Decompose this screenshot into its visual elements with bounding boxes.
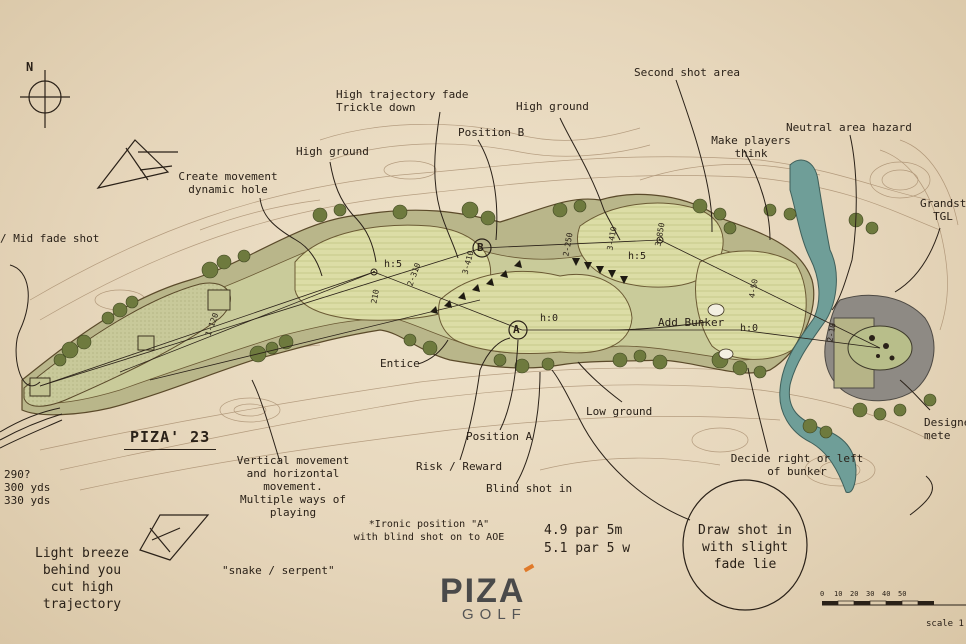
marker-b-label: B [477, 241, 484, 254]
brand-logo: PIZA [440, 572, 525, 611]
note-high-ground-right: High ground [516, 100, 589, 113]
compass-north-label: N [26, 60, 34, 74]
note-make-players-think: Make players think [711, 134, 791, 160]
contour-lines [29, 123, 959, 491]
marker-a-label: A [513, 323, 520, 336]
scale-tick-40: 40 [882, 590, 891, 598]
note-entice: Entice [380, 357, 420, 370]
scale-tick-50: 50 [898, 590, 907, 598]
scale-tick-30: 30 [866, 590, 875, 598]
plan-title-underline [124, 449, 216, 450]
wind-sketch [96, 139, 210, 561]
tee-box-area [23, 282, 231, 407]
note-snake-serpent: "snake / serpent" [222, 564, 335, 577]
tee-box-1 [29, 377, 51, 397]
brand-sub: GOLF [462, 606, 527, 623]
bunkers [707, 303, 734, 360]
height-second-shot: h:5 [628, 251, 647, 262]
height-position-a: h:0 [540, 313, 559, 324]
note-high-ground-left: High ground [296, 145, 369, 158]
note-add-bunker: Add Bunker [658, 316, 725, 329]
approach-landing [695, 250, 807, 360]
note-low-ground: Low ground [586, 405, 653, 418]
note-yardage: 290? 300 yds 330 yds [4, 468, 51, 507]
distance-1: 210 [369, 288, 381, 305]
north-compass [20, 70, 70, 128]
height-approach: h:0 [740, 323, 759, 334]
note-risk-reward: Risk / Reward [416, 460, 503, 473]
brand-name: PIZA [440, 572, 526, 610]
tee-flag-marks [0, 407, 63, 449]
note-decide-bunker: Decide right or left of bunker [730, 452, 864, 478]
note-position-a: Position A [466, 430, 533, 443]
note-ironic-position: *Ironic position "A" with blind shot on … [353, 519, 505, 543]
scale-tick-10: 10 [834, 590, 843, 598]
note-light-breeze: Light breeze behind you cut high traject… [35, 546, 129, 612]
note-mid-fade-shot: / Mid fade shot [0, 232, 100, 245]
scale-bar [822, 600, 966, 606]
note-draw-shot: Draw shot in with slight fade lie [698, 523, 792, 572]
note-high-trajectory: High trajectory fade Trickle down [336, 88, 469, 114]
note-blind-shot: Blind shot in [486, 482, 573, 495]
tee-box-3 [207, 289, 231, 311]
note-create-movement: Create movement dynamic hole [178, 170, 278, 196]
height-left-green: h:5 [384, 259, 403, 270]
scale-label: scale 1 [926, 619, 964, 629]
note-par-5w: 5.1 par 5 w [544, 541, 631, 556]
note-second-shot-area: Second shot area [634, 66, 740, 79]
note-grandstand: Grandst TGL [920, 197, 966, 223]
leader-lines [9, 79, 941, 521]
note-vertical-movement: Vertical movement and horizontal movemen… [236, 454, 350, 519]
note-par-5m: 4.9 par 5m [544, 523, 623, 538]
water-hazard [779, 159, 857, 494]
scale-tick-20: 20 [850, 590, 859, 598]
note-position-b: Position B [458, 126, 525, 139]
plan-title: PIZA' 23 [130, 428, 211, 446]
marker-b-circle [472, 238, 492, 258]
position-a-landing [438, 271, 633, 354]
note-designer: Designe mete [924, 416, 966, 442]
tree-clusters [53, 198, 937, 439]
note-neutral-area-hazard: Neutral area hazard [786, 121, 912, 134]
marker-a-circle [508, 320, 528, 340]
draw-shot-callout [682, 479, 808, 611]
shot-lines [39, 239, 881, 387]
scale-tick-0: 0 [820, 590, 825, 598]
